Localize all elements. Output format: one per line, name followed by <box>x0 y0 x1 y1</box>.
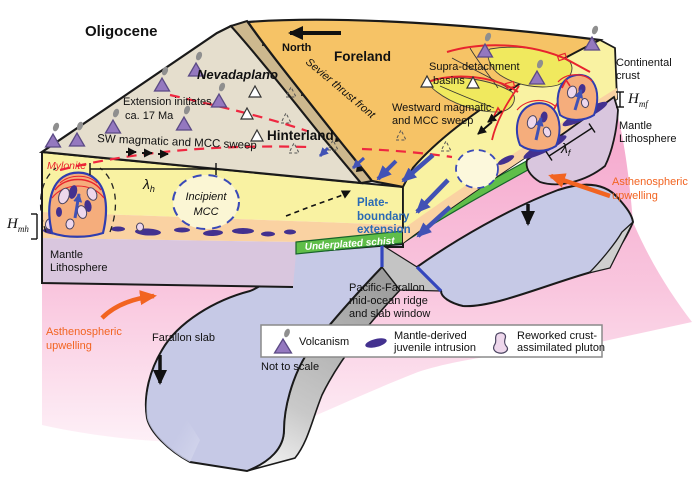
lambda-f-bracket <box>545 123 596 161</box>
nevadaplano-label: Nevadaplano <box>197 67 278 82</box>
page-title: Oligocene <box>85 23 158 40</box>
ridge-edge-right <box>415 265 443 293</box>
not-to-scale-label: Not to scale <box>261 361 319 373</box>
measurement-brackets <box>31 91 624 240</box>
slab-window <box>380 243 443 293</box>
intrusion-legend-line1: Mantle-derived <box>394 330 467 342</box>
incipient-mcc-sloped <box>455 149 499 189</box>
sw-sweep-arrows <box>126 147 169 159</box>
pacific-farallon-line3: and slab window <box>349 308 430 320</box>
pacific-farallon-line2: mid-ocean ridge <box>349 295 428 307</box>
continental-crust-line2: crust <box>616 70 640 82</box>
volcanism-legend-label: Volcanism <box>299 336 349 348</box>
continental-crust-line1: Continental <box>616 57 672 69</box>
pluton-legend-icon <box>493 332 509 354</box>
farallon-slab-label: Farallon slab <box>152 332 215 344</box>
upwelling-arrow-right <box>548 173 611 199</box>
farallon-slab-right-segment <box>415 183 635 308</box>
lambda-h-symbol: λh <box>142 176 155 194</box>
h-mh-bracket <box>31 213 38 240</box>
supra-detachment-basins <box>427 44 591 113</box>
mylonite-label: Mylonite <box>47 160 86 172</box>
westward-sweep-arrows <box>477 110 503 135</box>
plate-boundary-line2: boundary <box>357 211 410 223</box>
pluton-legend-line1: Reworked crust- <box>517 330 597 342</box>
volcano-icon <box>44 25 601 148</box>
upwelling-arrow-left <box>100 290 157 320</box>
lambda-f-symbol: λf <box>560 140 572 158</box>
foreland-label: Foreland <box>334 49 391 64</box>
mcc-dome-hinterland <box>39 167 117 238</box>
legend: Volcanism Mantle-derived juvenile intrus… <box>260 324 605 373</box>
extension-initiates-line2: ca. 17 Ma <box>125 110 174 122</box>
volcanism-legend-icon <box>273 328 293 354</box>
intrusion-legend-line2: juvenile intrusion <box>393 342 476 354</box>
open-triangles <box>239 74 481 142</box>
mantle-lithosphere-right-line2: Lithosphere <box>619 133 677 145</box>
fault-block-symbol <box>556 52 568 62</box>
dashed-extension-arrow <box>285 190 351 217</box>
extension-initiates-line1: Extension initiates <box>123 96 212 108</box>
h-mf-bracket <box>616 91 624 108</box>
mantle-lithosphere-left-line1: Mantle <box>50 249 83 261</box>
incipient-mcc-line1: Incipient <box>186 191 228 203</box>
h-mf-symbol: Hmf <box>627 91 649 109</box>
pluton-legend-line2: assimilated pluton <box>517 342 605 354</box>
volcanoes <box>44 25 601 154</box>
red-v-mark <box>561 78 571 89</box>
front-face-cross-section <box>39 151 404 288</box>
supra-detachment-line1: Supra-detachment <box>429 61 520 73</box>
asthenospheric-upwelling-left-line1: Asthenospheric <box>46 326 122 338</box>
plate-boundary-extension-arrows <box>318 146 452 238</box>
h-mh-symbol: Hmh <box>6 216 29 234</box>
asthenospheric-upwelling-right-line2: upwelling <box>612 190 658 202</box>
westward-sweep-line2: and MCC sweep <box>392 115 473 127</box>
fault-block-symbol <box>504 80 516 90</box>
hinterland-label: Hinterland <box>267 128 334 143</box>
mantle-lithosphere-left-line2: Lithosphere <box>50 262 108 274</box>
north-label: North <box>282 42 312 54</box>
mantle-lithosphere-right-line1: Mantle <box>619 120 652 132</box>
asthenospheric-upwelling-left-line2: upwelling <box>46 340 92 352</box>
westward-sweep-line1: Westward magmatic <box>392 102 492 114</box>
pacific-farallon-line1: Pacific-Farallon <box>349 282 425 294</box>
asthenospheric-upwelling-right-line1: Asthenospheric <box>612 176 688 188</box>
plate-boundary-line3: extension <box>357 224 411 236</box>
incipient-mcc-line2: MCC <box>193 206 218 218</box>
lambda-h-bracket <box>89 163 217 175</box>
incipient-mcc-outline <box>172 174 240 230</box>
legend-box <box>260 324 603 358</box>
plate-boundary-line1: Plate- <box>357 197 388 209</box>
supra-detachment-line2: basins <box>433 75 465 87</box>
kinematic-arrows <box>100 26 611 320</box>
intrusion-legend-icon <box>365 338 387 348</box>
mcc-domes-foreland <box>491 73 608 165</box>
